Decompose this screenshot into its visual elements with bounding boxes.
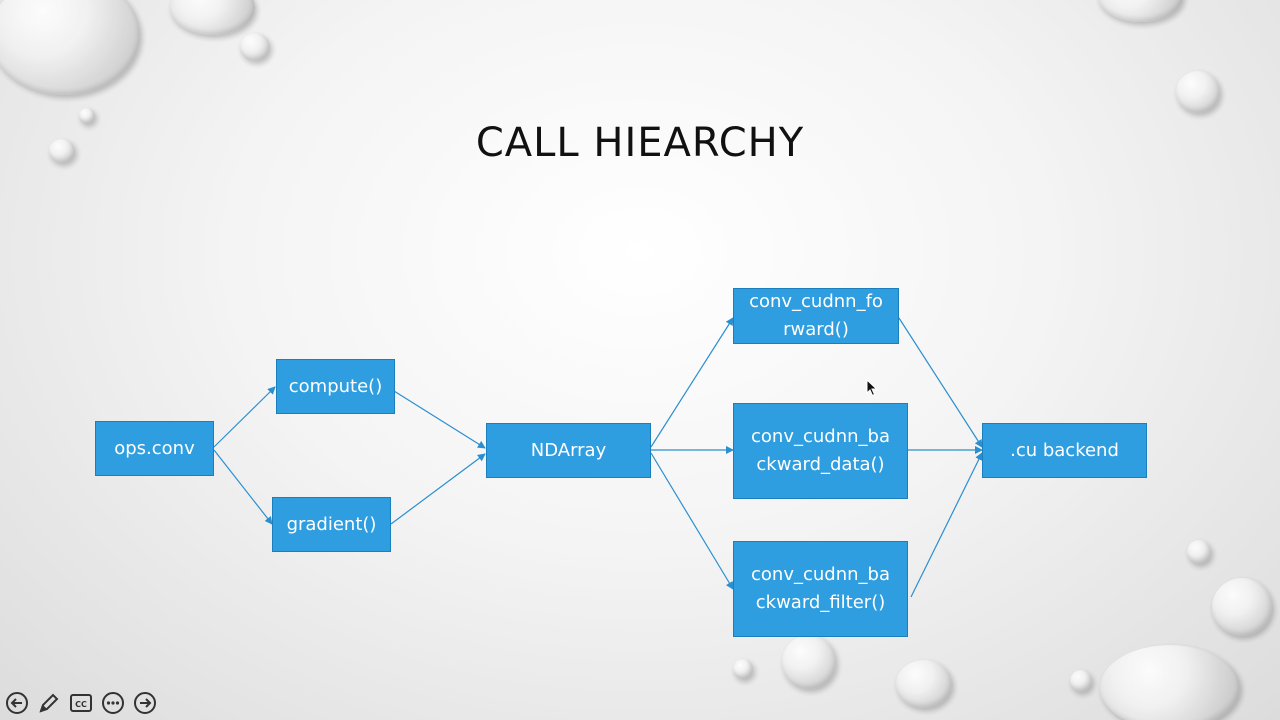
node-conv-cudnn-forward-line2: rward() bbox=[783, 319, 849, 340]
edge-compute-ndarray bbox=[393, 390, 486, 449]
water-drop bbox=[49, 139, 75, 163]
previous-icon bbox=[6, 692, 28, 714]
water-drop bbox=[1176, 71, 1220, 113]
slide-title: CALL HIEARCHY bbox=[475, 120, 805, 166]
edge-opsconv-gradient bbox=[213, 449, 273, 525]
water-drop bbox=[1098, 0, 1183, 22]
presentation-toolbar: CC bbox=[4, 690, 158, 716]
node-compute-label: compute() bbox=[288, 375, 383, 397]
node-ops-conv: ops.conv bbox=[95, 421, 214, 476]
node-ndarray: NDArray bbox=[486, 423, 651, 478]
node-gradient: gradient() bbox=[272, 497, 391, 552]
captions-icon: CC bbox=[70, 694, 92, 712]
water-drop bbox=[1100, 645, 1240, 720]
water-drop bbox=[1070, 670, 1092, 692]
node-ndarray-label: NDArray bbox=[530, 439, 607, 461]
next-slide-button[interactable] bbox=[132, 690, 158, 716]
edge-forward-backend bbox=[898, 317, 983, 448]
edge-ndarray-forward bbox=[650, 317, 734, 448]
node-conv-cudnn-backward-filter-line1: conv_cudnn_ba bbox=[751, 564, 890, 585]
more-icon bbox=[102, 692, 124, 714]
edge-opsconv-compute bbox=[213, 386, 276, 448]
node-cu-backend: .cu backend bbox=[982, 423, 1147, 478]
node-conv-cudnn-forward-line1: conv_cudnn_fo bbox=[749, 291, 883, 312]
edge-gradient-ndarray bbox=[390, 453, 486, 525]
pen-tool-button[interactable] bbox=[36, 690, 62, 716]
node-conv-cudnn-backward-filter: conv_cudnn_ba ckward_filter() bbox=[733, 541, 908, 637]
previous-slide-button[interactable] bbox=[4, 690, 30, 716]
water-drop bbox=[79, 108, 95, 124]
water-drop bbox=[782, 635, 836, 689]
node-conv-cudnn-backward-data: conv_cudnn_ba ckward_data() bbox=[733, 403, 908, 499]
node-conv-cudnn-forward: conv_cudnn_fo rward() bbox=[733, 288, 899, 344]
edge-backward-filter-backend bbox=[910, 452, 983, 598]
node-compute: compute() bbox=[276, 359, 395, 414]
water-drop bbox=[896, 660, 952, 708]
node-conv-cudnn-backward-filter-line2: ckward_filter() bbox=[755, 592, 886, 613]
node-cu-backend-label: .cu backend bbox=[1010, 439, 1119, 461]
captions-label: CC bbox=[75, 700, 87, 709]
more-options-button[interactable] bbox=[100, 690, 126, 716]
node-gradient-label: gradient() bbox=[286, 513, 377, 535]
water-drop bbox=[1187, 540, 1211, 564]
mouse-cursor-icon bbox=[866, 379, 878, 397]
node-conv-cudnn-backward-data-line1: conv_cudnn_ba bbox=[751, 426, 890, 447]
node-conv-cudnn-backward-data-line2: ckward_data() bbox=[756, 454, 885, 475]
pen-icon bbox=[39, 693, 59, 713]
node-ops-conv-label: ops.conv bbox=[114, 437, 195, 459]
water-drop bbox=[733, 659, 753, 679]
water-drop bbox=[1212, 578, 1272, 636]
edge-ndarray-backward-filter bbox=[650, 452, 734, 590]
captions-button[interactable]: CC bbox=[68, 690, 94, 716]
next-icon bbox=[134, 692, 156, 714]
water-drop bbox=[240, 33, 270, 61]
